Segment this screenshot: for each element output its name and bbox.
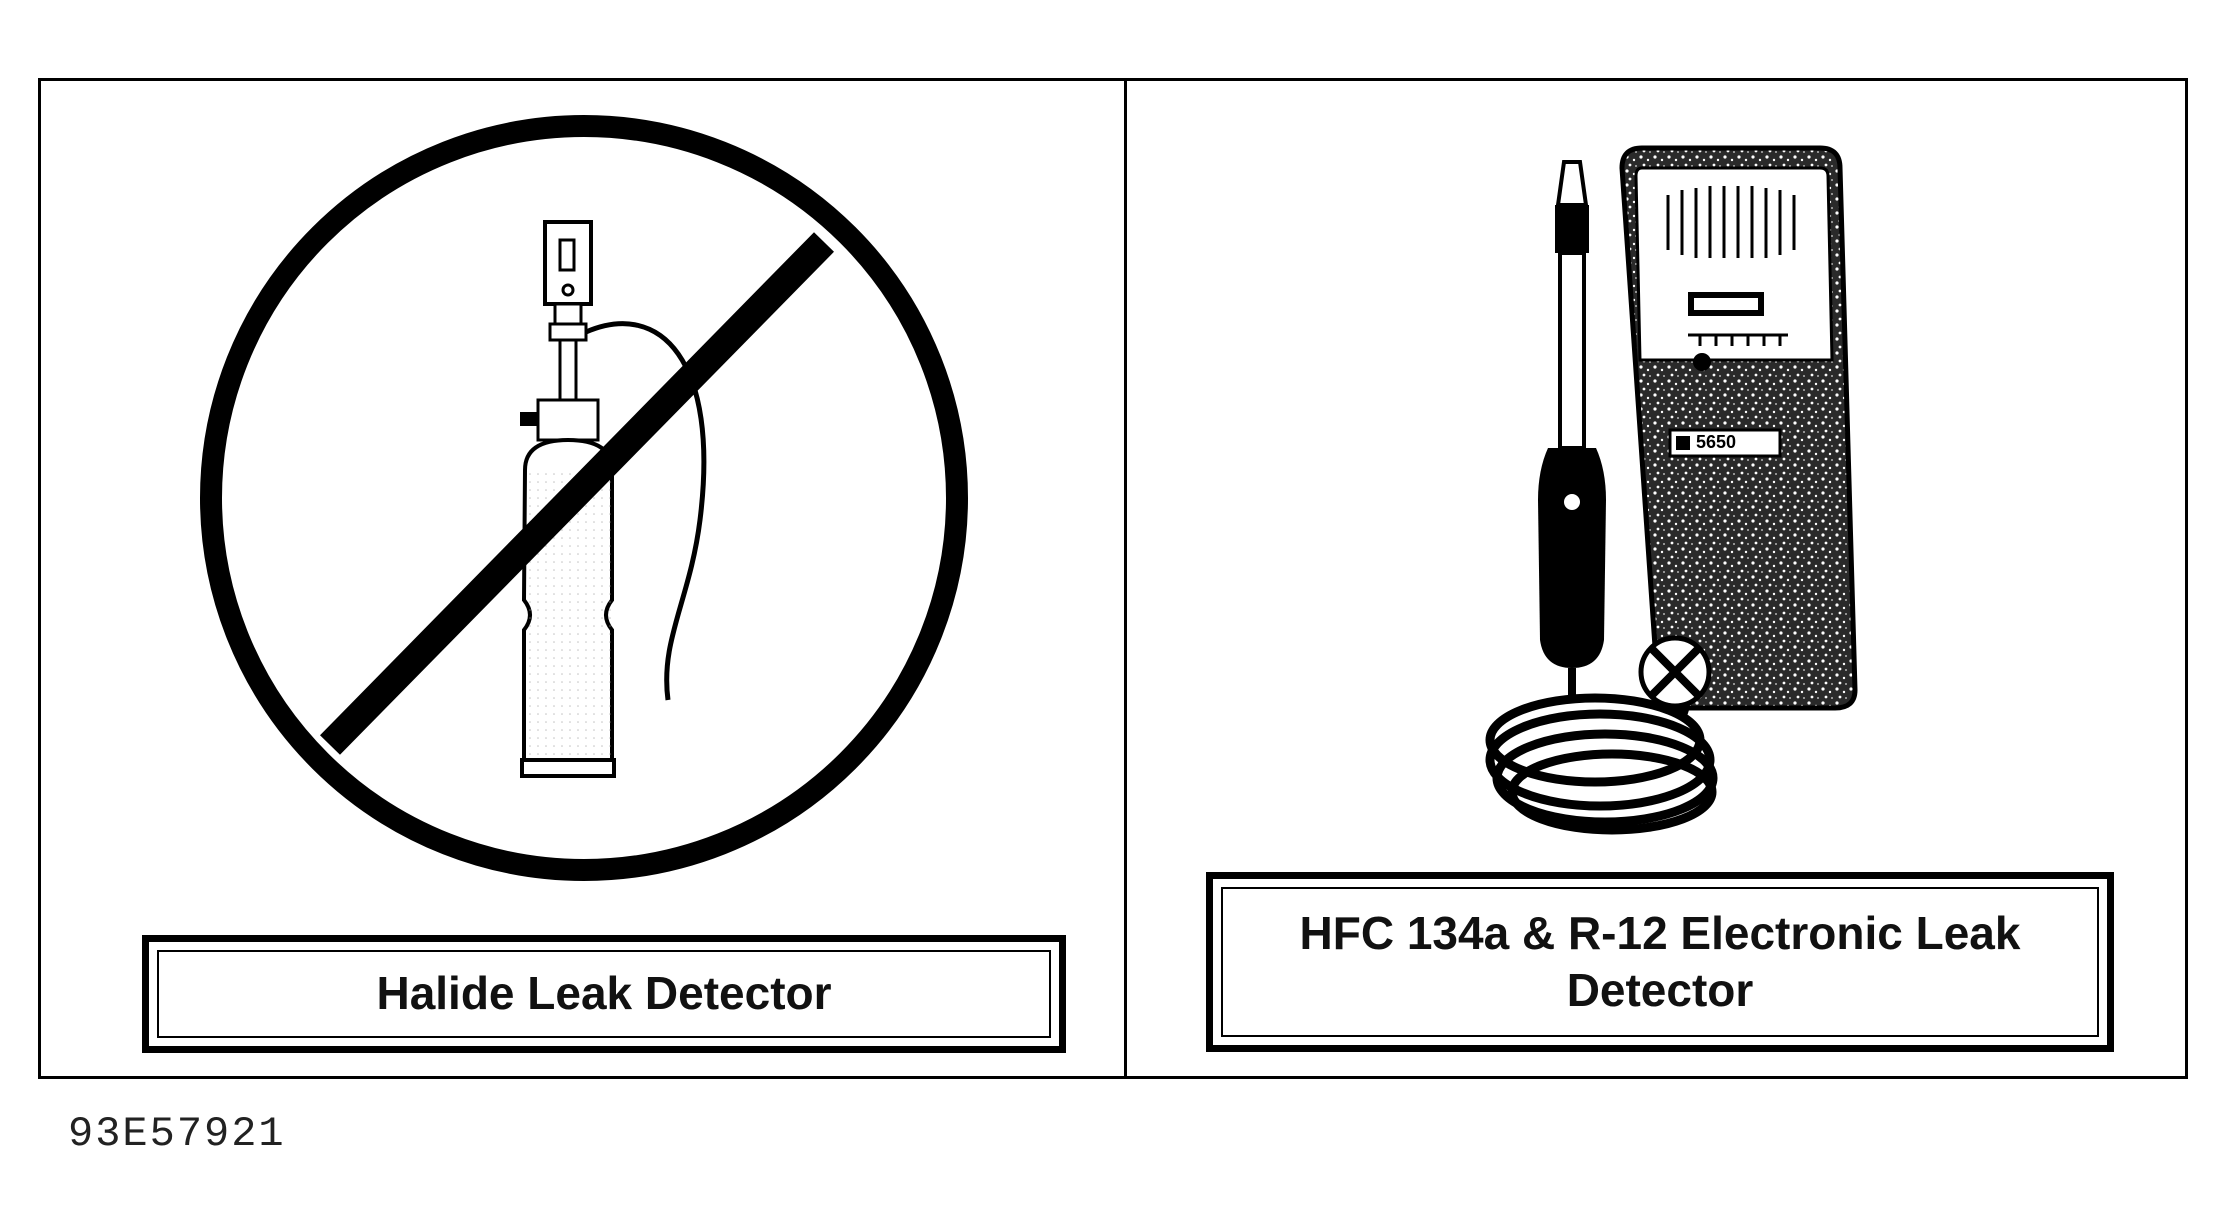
electronic-leak-detector-icon	[1485, 145, 1858, 835]
halide-caption-box: Halide Leak Detector	[142, 935, 1066, 1053]
panel-divider	[1124, 78, 1127, 1079]
electronic-caption: HFC 134a & R-12 Electronic Leak Detector	[1221, 887, 2099, 1037]
figure-frame	[38, 78, 2188, 1079]
electronic-caption-box: HFC 134a & R-12 Electronic Leak Detector	[1206, 872, 2114, 1052]
device-model-label: 5650	[1696, 432, 1737, 452]
figure-code: 93E57921	[68, 1110, 286, 1158]
halide-caption: Halide Leak Detector	[157, 950, 1051, 1038]
halide-torch-prohibited-icon	[200, 115, 968, 881]
